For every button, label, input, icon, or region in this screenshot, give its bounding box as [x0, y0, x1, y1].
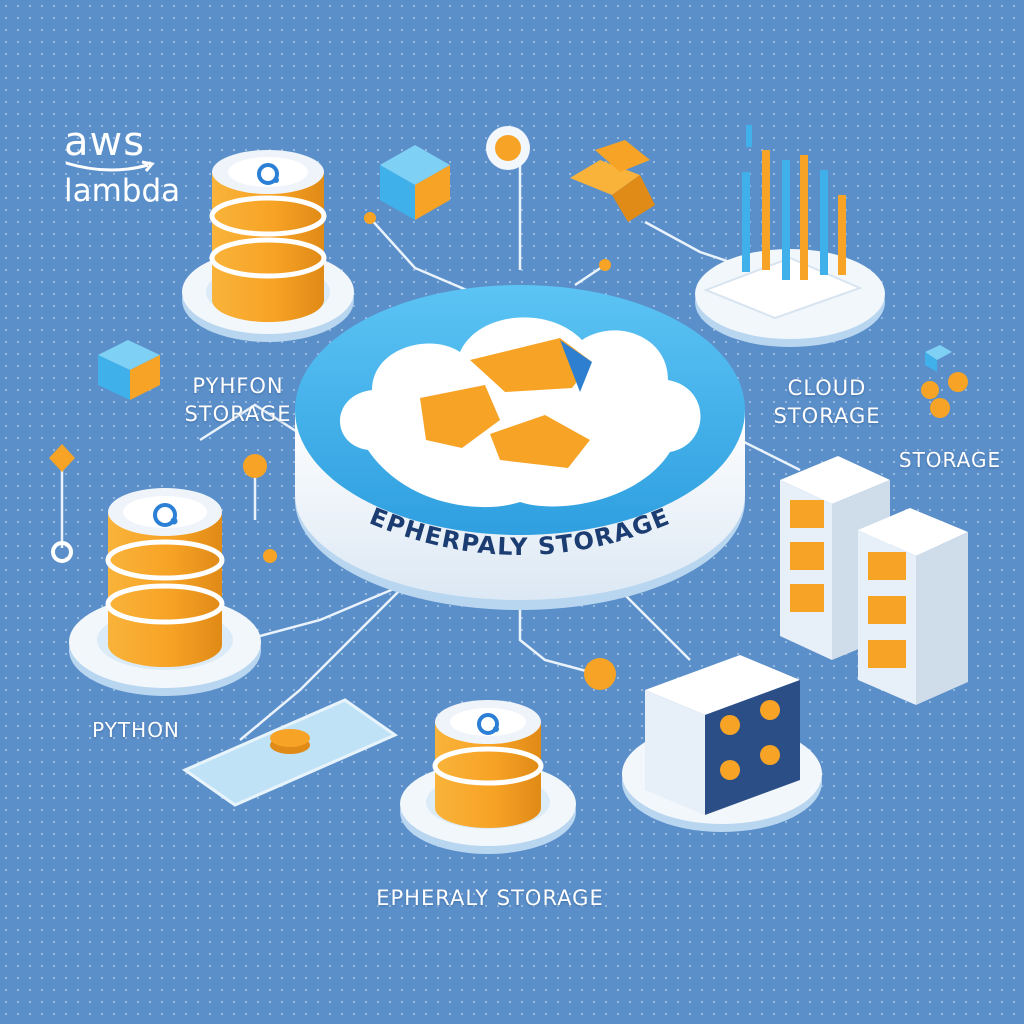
server-cabinet-bottom-right	[622, 655, 822, 832]
cube-icon-left	[98, 340, 160, 400]
cycle-icon	[153, 503, 178, 527]
brand-lambda: lambda	[64, 173, 181, 209]
connector-nodes	[49, 212, 616, 690]
cylinder-stack-top-left	[182, 150, 354, 342]
cloud-storage-chart	[695, 125, 885, 347]
python-storage-label: PYHFON STORAGE	[184, 374, 292, 426]
aws-lambda-logo: aws lambda	[64, 122, 180, 207]
cloud-icon	[339, 317, 701, 508]
cylinder-stack-middle-left	[69, 488, 261, 696]
cycle-icon	[257, 163, 279, 185]
location-pin-icon	[486, 126, 530, 170]
cube-cluster-icon	[921, 345, 968, 418]
python-label: PYTHON	[92, 718, 180, 742]
cycle-icon	[477, 713, 499, 735]
cylinder-stack-bottom-center	[400, 700, 576, 854]
storage-label: STORAGE	[898, 448, 1002, 472]
orange-blocks-icon	[570, 140, 655, 222]
orange-shards-icon	[420, 338, 592, 468]
central-cloud-hub	[295, 285, 745, 610]
bottom-storage-label: EPHERALY STORAGE	[376, 886, 604, 910]
brand-aws: aws	[64, 119, 146, 165]
cube-icon-top	[380, 145, 450, 220]
cloud-storage-label: CLOUD STORAGE	[773, 376, 881, 428]
server-racks-right	[780, 456, 968, 705]
aws-smile-icon	[65, 160, 155, 172]
tablet-device	[181, 698, 399, 807]
